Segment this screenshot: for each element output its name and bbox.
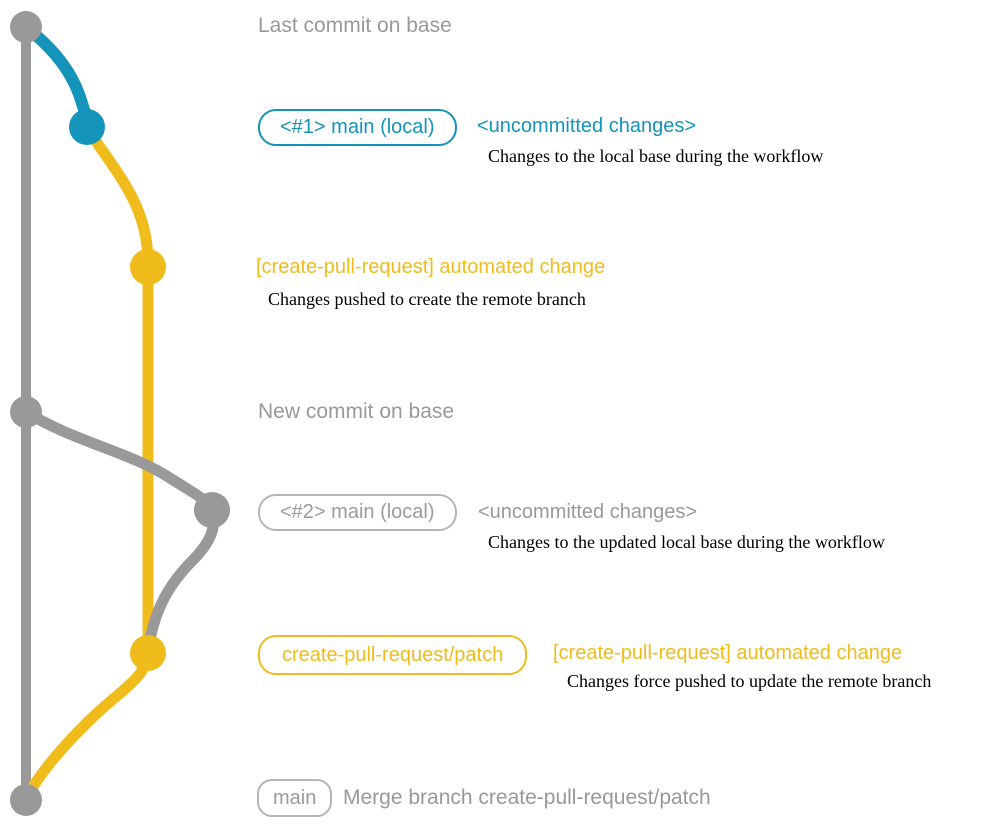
status-uncommitted-changes-2: <uncommitted changes>: [478, 501, 698, 523]
commit-message-automated-change-1: [create-pull-request] automated change: [256, 256, 606, 278]
updated-local-branch-line: [20, 406, 220, 659]
commit-node-pr-1: [130, 249, 166, 285]
branch-badge-main-local-2: <#2> main (local): [258, 494, 457, 531]
desc-pushed-create-remote-branch: Changes pushed to create the remote bran…: [268, 289, 586, 309]
commit-node-pr-2: [130, 635, 166, 671]
desc-force-pushed-update-remote-branch: Changes force pushed to update the remot…: [567, 671, 932, 691]
commit-message-automated-change-2: [create-pull-request] automated change: [553, 642, 903, 664]
desc-updated-local-base-changes: Changes to the updated local base during…: [488, 532, 885, 552]
commit-node-local-2: [194, 492, 230, 528]
commit-message-merge-branch: Merge branch create-pull-request/patch: [343, 786, 711, 809]
status-uncommitted-changes-1: <uncommitted changes>: [477, 115, 697, 137]
commit-node-merge: [10, 784, 42, 816]
branch-badge-main: main: [257, 779, 333, 817]
branch-badge-main-local-1: <#1> main (local): [258, 109, 457, 146]
branch-badge-create-pull-request-patch: create-pull-request/patch: [258, 635, 528, 675]
heading-last-commit-on-base: Last commit on base: [258, 14, 452, 37]
commit-node-last-base: [10, 11, 42, 43]
heading-new-commit-on-base: New commit on base: [258, 400, 455, 423]
commit-node-local-1: [69, 109, 105, 145]
commit-node-new-base: [10, 396, 42, 428]
desc-local-base-changes-1: Changes to the local base during the wor…: [488, 146, 824, 166]
